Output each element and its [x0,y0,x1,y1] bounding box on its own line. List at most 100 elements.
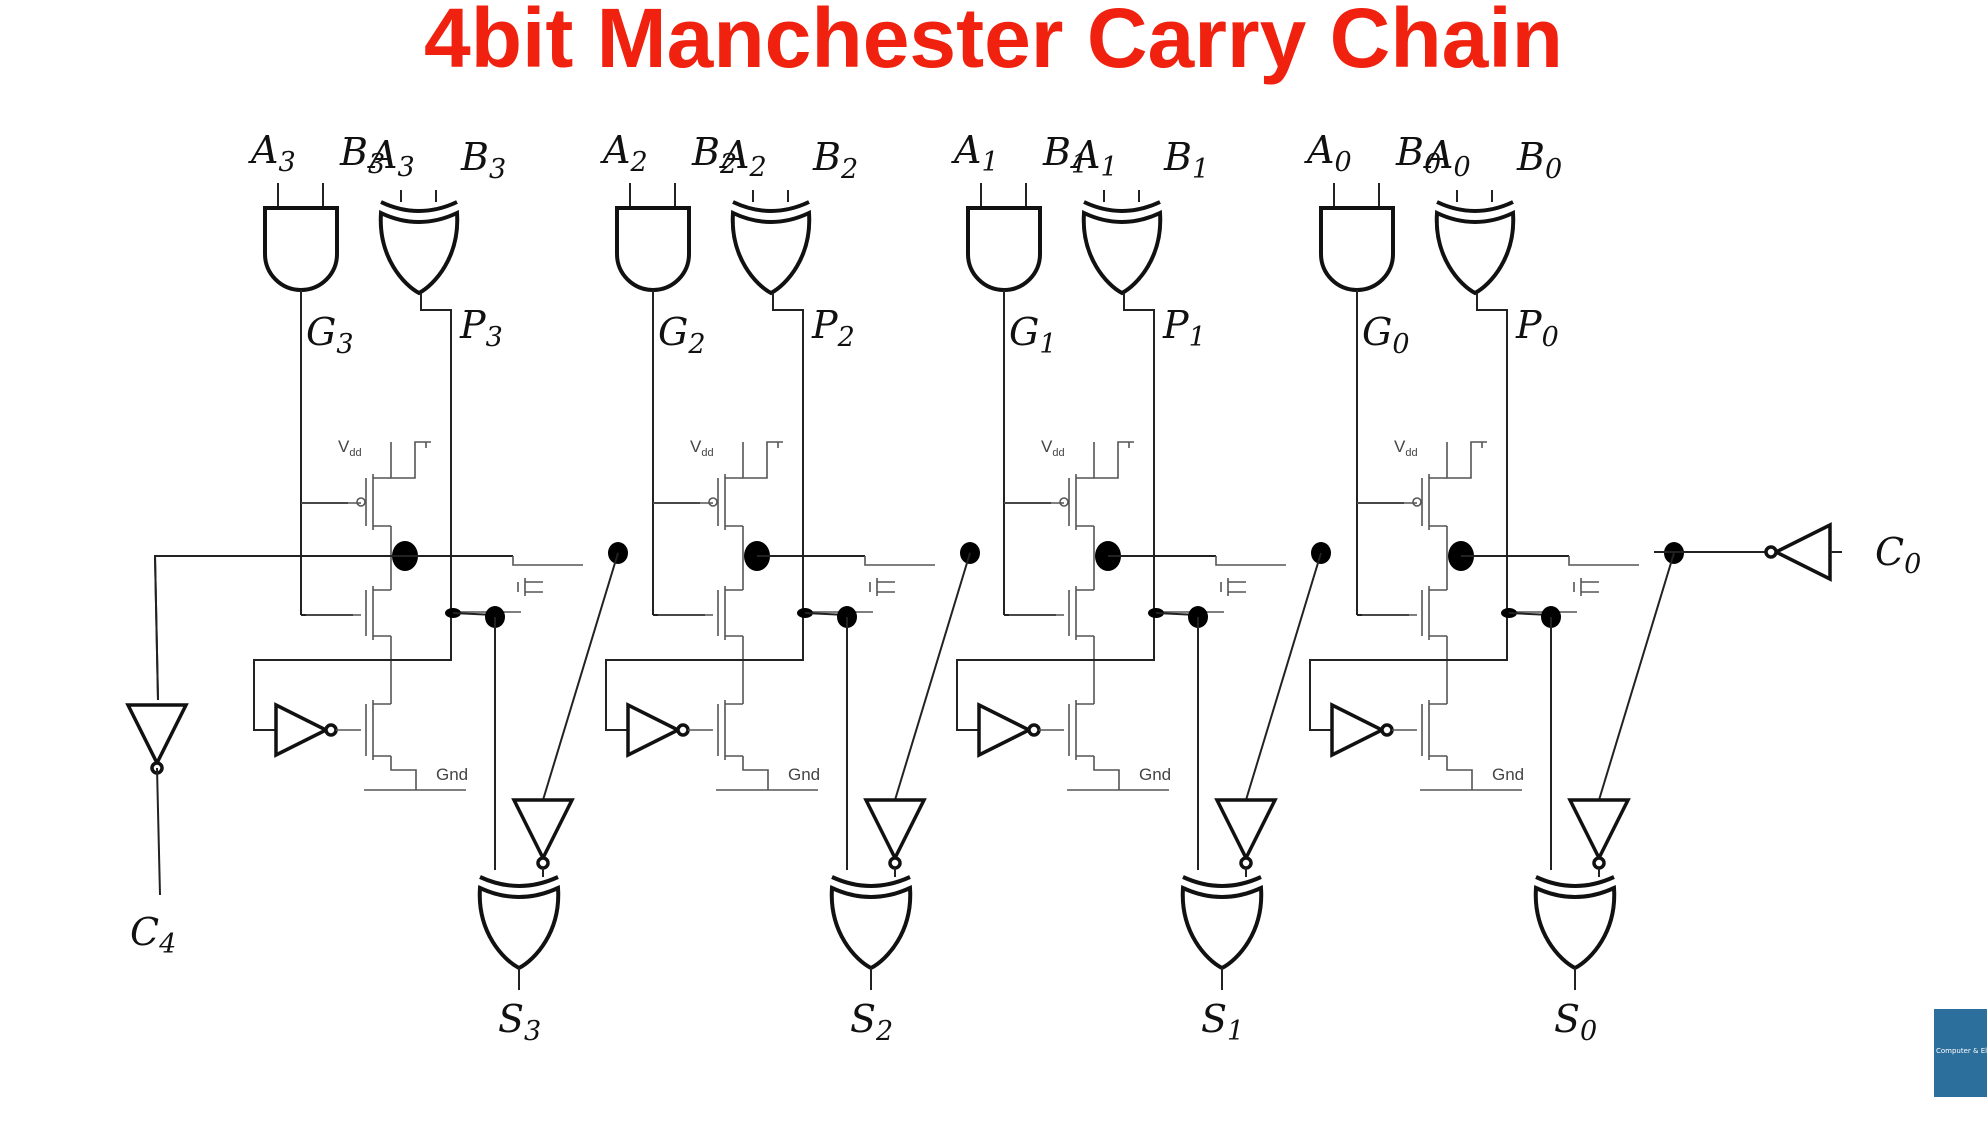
pmos-bubble [708,497,718,507]
wire [390,756,417,790]
pmos-bubble [356,497,366,507]
inverter-bubble [536,856,550,870]
carry-in-label: C0 [1875,530,1921,580]
wire [742,441,783,479]
wire [956,659,1154,731]
and-gate-generate [615,206,691,292]
nmos-transistor [717,586,743,640]
carry-in-inverter [1764,522,1832,582]
inverter-bubble [888,856,902,870]
input-label-b: B1 [1042,130,1088,180]
wire [1414,293,1508,661]
input-label-a: A2 [600,128,648,178]
xor-gate-propagate [730,200,812,296]
xor-gate-propagate [1434,200,1516,296]
carry-out-wire [156,767,161,896]
inverter-triangle [511,798,575,862]
sum-label: S0 [1554,997,1597,1047]
xor-gate-sum [477,875,561,971]
and-gate-generate [1319,206,1395,292]
inverter-triangle [626,702,682,758]
pmos-bubble [1412,497,1422,507]
xor-gate-sum [1533,875,1617,971]
xor-body [1533,884,1617,971]
generate-label: G2 [658,310,706,360]
wire [894,552,971,801]
inverter-triangle [863,798,927,862]
inverter-triangle [125,703,189,767]
xor-body [1081,209,1163,296]
inverter-triangle [1214,798,1278,862]
pass-transistor [1573,578,1599,596]
input-label-a: A3 [367,133,415,183]
vdd-label: Vdd [1394,437,1418,459]
xor-body [378,209,460,296]
inverter-bubble [324,723,338,737]
vdd-label: Vdd [690,437,714,459]
input-label-a: A0 [1423,133,1471,183]
wire [542,552,619,801]
clock-inverter [274,702,338,758]
clock-inverter [626,702,690,758]
clock-inverter [977,702,1041,758]
nmos-eval-transistor [717,700,743,760]
inverter-triangle [1567,798,1631,862]
input-label-b: B3 [339,130,385,180]
pmos-transistor [1059,474,1094,530]
gnd-label: Gnd [1139,765,1171,784]
xor-input-arc [732,200,810,213]
propagate-label: P0 [1515,303,1559,353]
channel-logo-text: Computer & El [1936,1047,1987,1055]
nmos-transistor [1068,586,1094,640]
pass-transistor [1220,578,1246,596]
inverter-bubble [1764,545,1778,559]
wire [154,555,159,701]
wire [390,441,431,479]
xor-input-arc [1436,200,1514,213]
sum-inverter [863,798,927,870]
wire [864,556,935,566]
wire [710,293,804,661]
pmos-transistor [356,474,391,530]
generate-label: G3 [306,310,354,360]
input-label-b: B1 [1163,135,1209,185]
xor-input-arc [380,200,458,213]
wire [1446,756,1473,790]
nmos-transistor [1421,586,1447,640]
wire [1598,552,1675,801]
xor-input-arc [1535,875,1615,888]
inverter-bubble [1380,723,1394,737]
wire [1093,441,1134,479]
wire [1446,441,1487,479]
inverter-triangle [274,702,330,758]
inverter-bubble [1239,856,1253,870]
vdd-label: Vdd [1041,437,1065,459]
xor-gate-propagate [1081,200,1163,296]
generate-label: G0 [1362,310,1410,360]
nmos-eval-transistor [365,700,391,760]
wire [253,659,451,731]
xor-input-arc [479,875,559,888]
xor-input-arc [1083,200,1161,213]
input-label-a: A1 [951,128,999,178]
inverter-bubble [1027,723,1041,737]
and-gate-generate [966,206,1042,292]
xor-body [477,884,561,971]
xor-body [829,884,913,971]
pmos-transistor [708,474,743,530]
propagate-label: P1 [1162,303,1206,353]
wire [1245,552,1322,801]
channel-logo[interactable]: Computer & El [1934,1009,1987,1097]
nmos-transistor [365,586,391,640]
wire [358,293,452,661]
and-gate-generate [263,206,339,292]
wire [512,556,583,566]
inverter-triangle [1772,522,1832,582]
input-label-a: A1 [1070,133,1118,183]
input-label-a: A3 [248,128,296,178]
page-title: 4bit Manchester Carry Chain [423,0,1563,85]
carry-out-wire [153,555,405,701]
sum-label: S2 [850,997,893,1047]
